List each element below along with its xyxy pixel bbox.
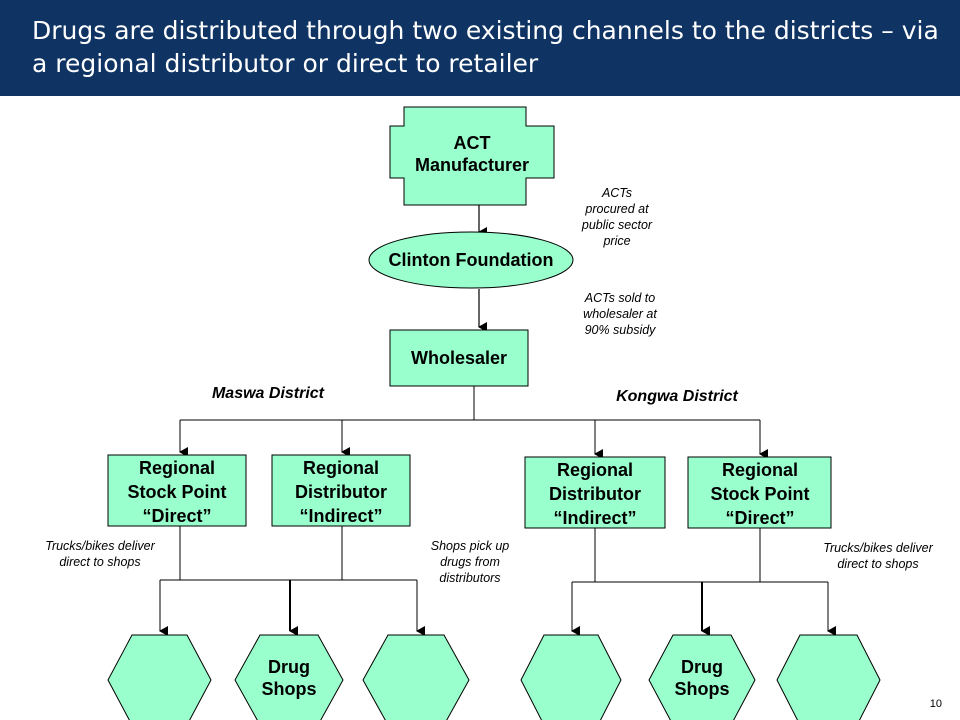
manufacturer-label: ACT Manufacturer	[414, 133, 530, 175]
kongwa-dist-node	[524, 456, 666, 529]
note-sold: ACTs sold to wholesaler at 90% subsidy	[583, 291, 657, 337]
shop-hexagon	[776, 634, 881, 720]
maswa-district-label: Maswa District	[211, 385, 325, 402]
shop-hexagon	[648, 634, 756, 720]
shop-hexagon	[520, 634, 622, 720]
kongwa-stock-node	[687, 456, 832, 529]
kongwa-district-label: Kongwa District	[616, 388, 738, 405]
page-number: 10	[929, 698, 942, 710]
shop-hexagon	[234, 634, 344, 720]
slide-title: Drugs are distributed through two existi…	[32, 16, 939, 78]
maswa-dist-label: Regional Distributor “Indirect”	[295, 458, 387, 526]
clinton-node	[368, 231, 574, 289]
maswa-stock-node	[107, 454, 247, 527]
kongwa-dist-label: Regional Distributor “Indirect”	[549, 460, 641, 528]
drug-shops-left-label: Drug Shops	[261, 657, 317, 699]
manufacturer-node	[389, 106, 555, 206]
note-procured: ACTs procured at public sector price	[581, 186, 653, 248]
wholesaler-label: Wholesaler	[410, 348, 508, 368]
note-shops-pick: Shops pick up drugs from distributors	[430, 539, 510, 585]
shop-hexagon	[362, 634, 470, 720]
maswa-stock-label: Regional Stock Point “Direct”	[127, 458, 227, 526]
drug-shops-right-label: Drug Shops	[674, 657, 730, 699]
maswa-dist-node	[271, 454, 411, 527]
header-bar	[0, 0, 960, 96]
kongwa-stock-label: Regional Stock Point “Direct”	[710, 460, 810, 528]
clinton-label: Clinton Foundation	[388, 250, 554, 270]
wholesaler-node	[389, 329, 529, 387]
note-trucks-right: Trucks/bikes deliver direct to shops	[823, 541, 933, 571]
note-trucks-left: Trucks/bikes deliver direct to shops	[45, 539, 155, 569]
shop-hexagon	[107, 634, 212, 720]
